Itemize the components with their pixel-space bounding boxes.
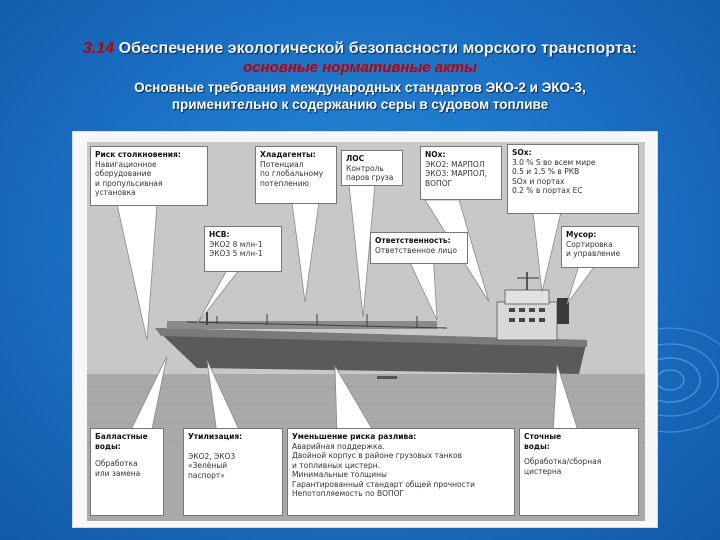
callout-recycling: Утилизация: ЭКО2, ЭКО3 «Зелёный паспорт» [183,428,283,516]
page-subtitle: основные нормативные акты [243,59,477,76]
callout-refrigerants: Хладагенты: Потенциал по глобальному пот… [255,146,337,204]
description-line-1: Основные требования международных станда… [134,80,586,95]
callout-spill-risk: Уменьшение риска разлива: Аварийная подд… [287,428,515,516]
title-text: Обеспечение экологической безопасности м… [118,40,637,57]
section-number: 3.14 [83,40,115,57]
page-title: 3.14 Обеспечение экологической безопасно… [0,40,720,58]
callout-voc: ЛОС Контроль паров груза [341,150,403,186]
description: Основные требования международных станда… [0,79,720,113]
callout-hsv: НСВ: ЭКО2 8 млн-1 ЭКО3 5 млн-1 [204,226,282,272]
description-line-2: применительно к содержанию серы в судово… [171,97,549,112]
header: 3.14 Обеспечение экологической безопасно… [0,40,720,113]
callout-nox: NOx: ЭКО2: МАРПОЛ ЭКО3: МАРПОЛ, ВОПОГ [420,146,502,200]
diagram-panel: Риск столкновения: Навигационное оборудо… [87,142,645,521]
callout-garbage: Мусор: Сортировка и управление [561,226,639,268]
callout-collision-risk: Риск столкновения: Навигационное оборудо… [90,146,208,206]
callout-sox: SOx: 3.0 % S во всем мире 0.5 и 1.5 % в … [507,144,639,214]
callout-sewage: Сточные воды: Обработка/сборная цистерна [519,428,639,516]
callout-ballast-water: Балластные воды: Обработка или замена [90,428,164,516]
ship-diagram-figure: Риск столкновения: Навигационное оборудо… [72,131,658,528]
callout-responsibility: Ответственность: Ответственное лицо [370,232,468,264]
